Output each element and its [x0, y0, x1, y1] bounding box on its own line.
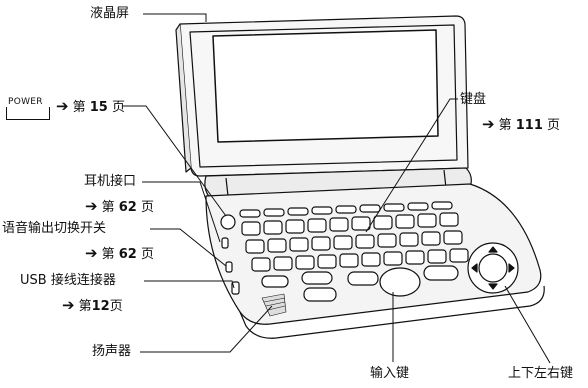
label-earphone-ref: ➔第 62 页	[85, 197, 154, 215]
control-key-3	[303, 287, 337, 302]
enter-key	[379, 267, 421, 297]
function-key-row	[239, 201, 453, 218]
label-usb: USB 接线连接器	[20, 273, 116, 288]
arrow-icon: ➔	[85, 244, 98, 262]
label-lcd: 液晶屏	[90, 6, 130, 21]
power-button	[220, 214, 236, 230]
usb-port	[231, 281, 240, 295]
arrow-icon: ➔	[56, 97, 69, 115]
label-enter: 输入键	[370, 366, 410, 381]
arrow-icon: ➔	[85, 197, 98, 215]
power-key-text: POWER	[8, 97, 43, 107]
leader-earphone	[142, 181, 221, 243]
control-key-2	[301, 271, 333, 285]
control-key-4	[347, 271, 379, 286]
label-voice-switch-ref: ➔第 62 页	[85, 244, 154, 262]
lid-side	[175, 23, 192, 173]
earphone-port	[221, 237, 229, 249]
label-power-ref: ➔第 15 页	[56, 97, 125, 115]
arrow-icon: ➔	[482, 115, 495, 133]
power-key-icon: POWER	[6, 97, 50, 120]
label-speaker: 扬声器	[92, 344, 132, 359]
leader-voice	[150, 228, 227, 267]
label-usb-ref: ➔第12页	[62, 296, 123, 314]
label-voice-switch: 语音输出切换开关	[2, 221, 107, 236]
lcd-screen	[212, 29, 439, 143]
control-key-1	[261, 275, 289, 288]
arrow-icon: ➔	[62, 296, 75, 314]
control-key-5	[423, 265, 459, 281]
keyboard-keys	[241, 212, 469, 272]
label-keyboard-ref: ➔第 111 页	[482, 115, 561, 133]
leader-keyboard	[365, 98, 458, 233]
cursor-pad	[467, 242, 519, 294]
label-earphone: 耳机接口	[84, 174, 137, 189]
leader-usb	[144, 280, 235, 289]
leader-cursor	[504, 285, 551, 364]
leader-lcd	[143, 13, 207, 22]
voice-switch	[225, 261, 233, 273]
leader-speaker	[140, 305, 273, 353]
label-keyboard: 键盘	[460, 92, 487, 107]
leader-power	[123, 105, 227, 217]
label-cursor: 上下左右键	[508, 366, 574, 381]
